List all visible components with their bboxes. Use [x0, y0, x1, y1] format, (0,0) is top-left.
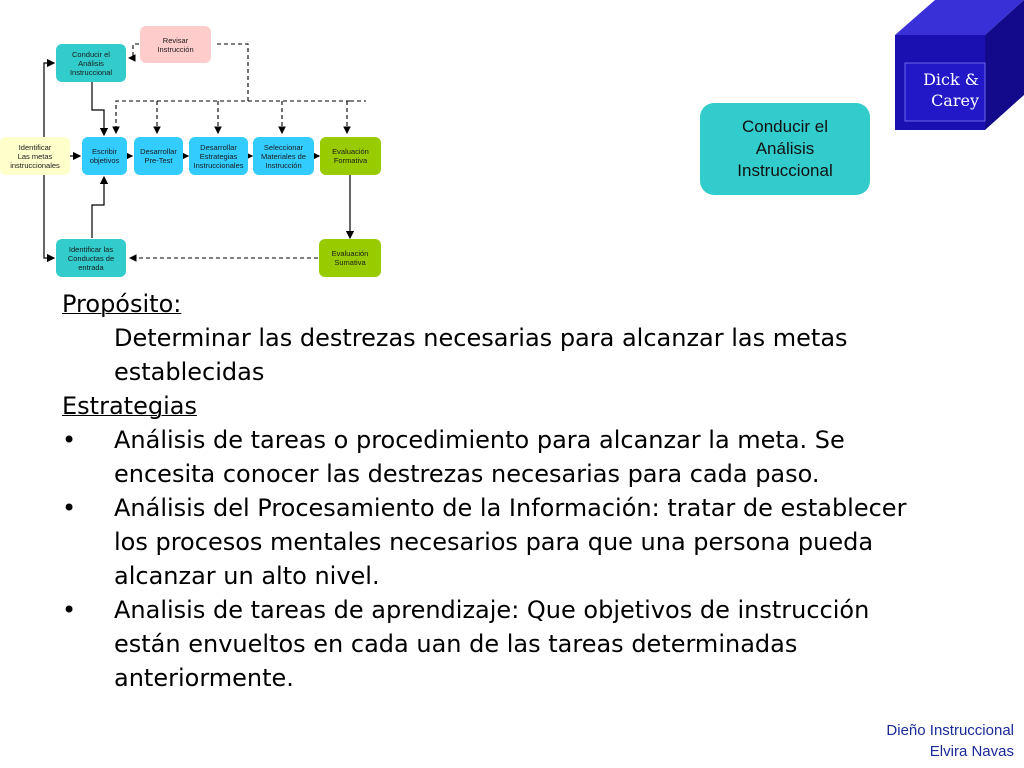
box-desarrollar-estrategias: Desarrollar Estrategias Instruccionales: [189, 137, 248, 175]
estrategias-heading: Estrategias: [62, 392, 197, 420]
box-identificar-metas: Identificar Las metas instruccionales: [0, 137, 70, 175]
footer-course: Dieño Instruccional: [886, 722, 1014, 739]
footer-author: Elvira Navas: [929, 743, 1014, 760]
bullet-marker: •: [62, 426, 77, 454]
bullet-marker: •: [62, 596, 77, 624]
box-evaluacion-formativa: Evaluación Formativa: [320, 137, 381, 175]
footer: Dieño Instruccional Elvira Navas: [886, 720, 1014, 762]
bullet-text: Análisis de tareas o procedimiento para …: [114, 426, 845, 488]
bullet-marker: •: [62, 494, 77, 522]
box-evaluacion-sumativa: Evaluación Sumativa: [319, 239, 381, 277]
current-stage-callout: Conducir el Análisis Instruccional: [700, 103, 870, 195]
box-seleccionar-materiales: Seleccionar Materiales de Instrucción: [253, 137, 314, 175]
cube-logo: [895, 0, 1024, 130]
proposito-heading: Propósito:: [62, 290, 182, 318]
proposito-text: Determinar las destrezas necesarias para…: [114, 324, 848, 386]
slide-body: Propósito: Determinar las destrezas nece…: [62, 287, 922, 695]
bullet-item: • Analisis de tareas de aprendizaje: Que…: [62, 593, 922, 695]
box-escribir-objetivos: Escribir objetivos: [82, 137, 127, 175]
box-conducir-analisis: Conducir el Análisis Instruccional: [56, 44, 126, 82]
logo-text: Dick & Carey: [923, 70, 979, 110]
box-desarrollar-pretest: Desarrollar Pre-Test: [134, 137, 183, 175]
box-identificar-conductas: Identificar las Conductas de entrada: [56, 239, 126, 277]
box-revisar-instruccion: Revisar Instrucción: [140, 26, 211, 63]
bullet-item: • Análisis del Procesamiento de la Infor…: [62, 491, 922, 593]
bullet-item: • Análisis de tareas o procedimiento par…: [62, 423, 922, 491]
bullet-text: Análisis del Procesamiento de la Informa…: [114, 494, 907, 590]
bullet-text: Analisis de tareas de aprendizaje: Que o…: [114, 596, 870, 692]
